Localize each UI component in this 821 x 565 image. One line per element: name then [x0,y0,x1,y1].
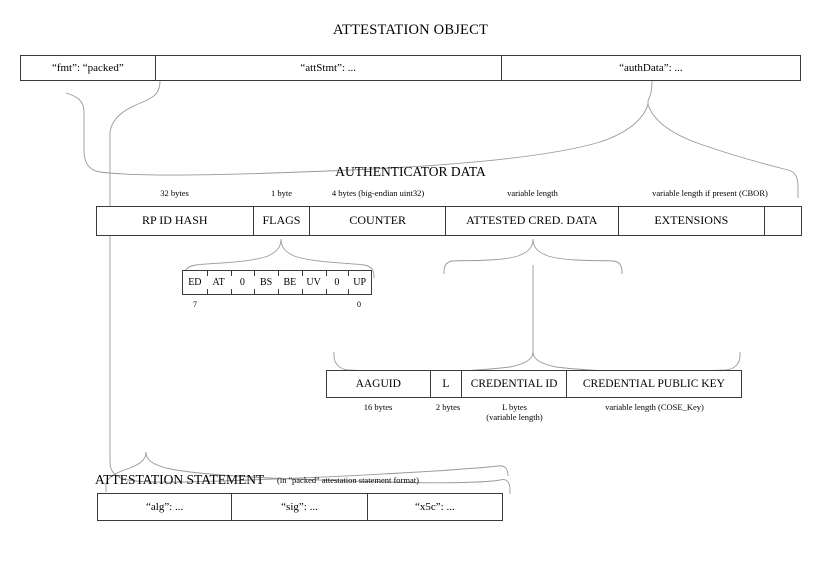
size-label-credential-id-note: (variable length) [486,412,543,422]
field-extensions[interactable]: EXTENSIONS [619,207,766,235]
size-label-counter: 4 bytes (big-endian uint32) [331,188,425,198]
size-label-extensions: variable length if present (CBOR) [652,188,768,198]
flag-bit-rfu1[interactable]: 0 [325,271,349,294]
size-label-aaguid: 16 bytes [363,402,393,412]
attestation-statement-row: “alg”: ... “sig”: ... “x5c”: ... [97,493,503,521]
truncation-break-icon [765,207,801,235]
bit-index-low: 0 [357,300,361,309]
field-aaguid[interactable]: AAGUID [327,371,431,397]
attestation-statement-note: (in "packed" attestation statement forma… [277,475,419,485]
size-label-rpidhash: 32 bytes [160,188,189,198]
authenticator-data-title: AUTHENTICATOR DATA [335,164,486,179]
field-sig[interactable]: “sig”: ... [232,494,368,520]
bit-index-high: 7 [193,300,197,309]
flag-bit-rfu2[interactable]: 0 [230,271,255,294]
field-rp-id-hash[interactable]: RP ID HASH [97,207,254,235]
field-credential-id-length[interactable]: L [431,371,463,397]
flag-bit-bs[interactable]: BS [254,271,278,294]
attested-credential-data-row: AAGUID L CREDENTIAL ID CREDENTIAL PUBLIC… [326,370,742,398]
field-x5c[interactable]: “x5c”: ... [414,500,455,513]
field-attstmt[interactable]: “attStmt”: ... [156,56,502,80]
attestation-statement-title: ATTESTATION STATEMENT [95,472,265,487]
flag-bit-ed[interactable]: ED [188,277,202,288]
authenticator-data-row: RP ID HASH FLAGS COUNTER ATTESTED CRED. … [96,206,802,236]
size-label-credential-id: L bytes [502,402,527,412]
field-counter[interactable]: COUNTER [310,207,447,235]
size-label-attested-cred-data: variable length [507,188,558,198]
field-authdata[interactable]: “authData”: ... [619,61,683,74]
size-label-flags: 1 byte [270,188,292,198]
field-credential-id[interactable]: CREDENTIAL ID [462,371,567,397]
page-title: ATTESTATION OBJECT [332,22,489,38]
field-alg[interactable]: “alg”: ... [98,494,233,520]
flags-bits-row: ED AT 0 BS BE UV 0 UP [182,270,372,295]
flag-bit-uv[interactable]: UV [301,271,326,294]
size-label-credential-id-length: 2 bytes [435,402,461,412]
size-label-credential-public-key: variable length (COSE_Key) [605,402,704,412]
flag-bit-at[interactable]: AT [206,271,231,294]
flag-bit-up[interactable]: UP [348,271,371,294]
field-credential-public-key[interactable]: CREDENTIAL PUBLIC KEY [582,377,725,390]
field-fmt[interactable]: “fmt”: “packed” [21,56,156,80]
flag-bit-be[interactable]: BE [278,271,302,294]
field-flags[interactable]: FLAGS [254,207,311,235]
attestation-object-row: “fmt”: “packed” “attStmt”: ... “authData… [20,55,801,81]
field-attested-cred-data[interactable]: ATTESTED CRED. DATA [446,207,619,235]
